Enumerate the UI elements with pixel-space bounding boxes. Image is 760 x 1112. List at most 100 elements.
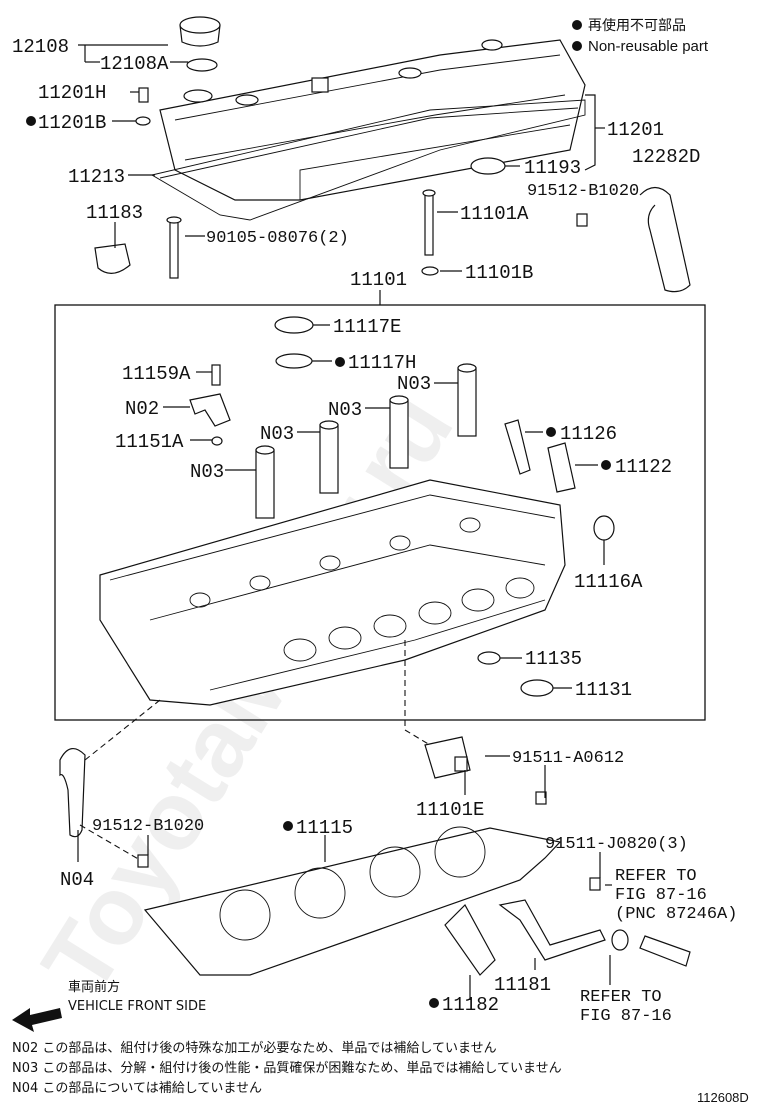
non-reusable-dot-icon: [601, 460, 611, 470]
label-11115: 11115: [296, 817, 353, 839]
label-11213: 11213: [68, 166, 125, 188]
front-arrow-icon: [12, 1008, 62, 1032]
label-11181: 11181: [494, 974, 551, 996]
head-gasket-11115: [143, 826, 562, 976]
bolt-91512-bottom: [137, 854, 149, 868]
label-11117h: 11117H: [348, 352, 416, 374]
valve-cover-gasket: [150, 99, 586, 221]
cylinder-head: [99, 479, 566, 706]
dash-sensor-link-2: [404, 729, 431, 746]
non-reusable-dot-icon: [335, 357, 345, 367]
sleeve-n03-b: [319, 420, 339, 494]
label-11101a: 11101A: [460, 203, 529, 225]
front-en: VEHICLE FRONT SIDE: [68, 999, 206, 1014]
label-11159a: 11159A: [122, 363, 191, 385]
label-11135: 11135: [525, 648, 582, 670]
label-11117e: 11117E: [333, 316, 401, 338]
label-12282d: 12282D: [632, 146, 700, 168]
clamp-icon: [611, 929, 629, 951]
bolt-11159a: [211, 364, 221, 386]
hose: [639, 935, 691, 967]
bracket-12282d: [639, 186, 691, 293]
sensor-11101e: [424, 736, 471, 779]
label-n03-a: N03: [190, 461, 224, 483]
dash-hook-link-2: [79, 824, 141, 861]
label-11116a: 11116A: [574, 571, 643, 593]
seal-11135: [477, 651, 501, 665]
plug-11183: [94, 243, 131, 274]
refer-1-line-1: REFER TO: [615, 867, 697, 886]
refer-2-line-2: FIG 87-16: [580, 1007, 672, 1026]
front-jp: 車両前方: [68, 979, 120, 995]
sleeve-n03-a: [255, 445, 275, 519]
dash-hook-link: [84, 699, 161, 761]
legend-en: Non-reusable part: [588, 38, 709, 55]
leader-lines: [77, 44, 612, 1000]
pin-11151a: [211, 436, 223, 446]
seal-11131: [520, 679, 554, 697]
label-91512-top: 91512-B1020: [527, 182, 639, 201]
label-91511-j0820: 91511-J0820(3): [545, 835, 688, 854]
bolt-91511-a0612: [535, 791, 547, 805]
non-reusable-dot-icon: [283, 821, 293, 831]
non-reusable-dot-icon: [429, 998, 439, 1008]
label-n03-b: N03: [260, 423, 294, 445]
note-n03: N03 この部品は、分解・組付け後の性能・品質確保が困難なため、単品では補給して…: [12, 1060, 562, 1076]
refer-2-line-1: REFER TO: [580, 988, 662, 1007]
washer-11101b: [421, 266, 439, 276]
label-11201: 11201: [607, 119, 664, 141]
label-11193: 11193: [524, 157, 581, 179]
note-n02: N02 この部品は、組付け後の特殊な加工が必要なため、単品では補給していません: [12, 1040, 497, 1056]
label-11182: 11182: [442, 994, 499, 1016]
hook-bracket-n04: [59, 748, 86, 838]
bolt-91511-j0820: [589, 877, 601, 891]
label-11151a: 11151A: [115, 431, 184, 453]
label-12108: 12108: [12, 36, 69, 58]
label-11201b: 11201B: [38, 112, 106, 134]
bracket-11182: [444, 904, 496, 976]
label-90105: 90105-08076(2): [206, 229, 349, 248]
legend-jp: 再使用不可部品: [588, 17, 686, 34]
plug-11116a: [593, 515, 615, 541]
seal-11193: [470, 157, 506, 175]
note-n04: N04 この部品については補給していません: [12, 1081, 262, 1096]
label-11126: 11126: [560, 423, 617, 445]
label-11101e: 11101E: [416, 799, 484, 821]
stud-11101a: [422, 189, 436, 256]
cap-n02: [189, 393, 231, 427]
bolt-91512-top: [576, 213, 588, 227]
refer-1-line-3: (PNC 87246A): [615, 905, 737, 924]
gasket-inner-line: [159, 107, 579, 179]
valve-guide-11126: [504, 419, 531, 475]
label-11101: 11101: [350, 269, 407, 291]
non-reusable-dot-icon: [572, 41, 582, 51]
sleeve-n03-c: [389, 395, 409, 469]
label-n02: N02: [125, 398, 159, 420]
bolt-90105: [166, 216, 182, 279]
plug-11117e: [274, 316, 314, 334]
figure-code: 112608D: [697, 1090, 749, 1105]
label-11131: 11131: [575, 679, 632, 701]
label-11183: 11183: [86, 202, 143, 224]
bolt-11201h: [138, 87, 149, 103]
gasket-11117h: [275, 353, 313, 369]
pipe-11181: [498, 899, 606, 961]
non-reusable-dot-icon: [26, 116, 36, 126]
sleeve-n03-d: [457, 363, 477, 437]
non-reusable-dot-icon: [572, 20, 582, 30]
filler-cap-gasket: [186, 58, 218, 72]
label-n03-d: N03: [397, 373, 431, 395]
valve-cover: [159, 39, 586, 201]
label-n03-c: N03: [328, 399, 362, 421]
label-n04: N04: [60, 869, 94, 891]
label-91511-a0612: 91511-A0612: [512, 749, 624, 768]
label-11122: 11122: [615, 456, 672, 478]
label-91512-bottom: 91512-B1020: [92, 817, 204, 836]
label-12108a: 12108A: [100, 53, 169, 75]
valve-guide-11122: [547, 442, 576, 493]
non-reusable-dot-icon: [546, 427, 556, 437]
oil-filler-cap: [179, 16, 221, 47]
seal-washer-11201b: [135, 116, 151, 126]
label-11201h: 11201H: [38, 82, 106, 104]
label-11101b: 11101B: [465, 262, 533, 284]
